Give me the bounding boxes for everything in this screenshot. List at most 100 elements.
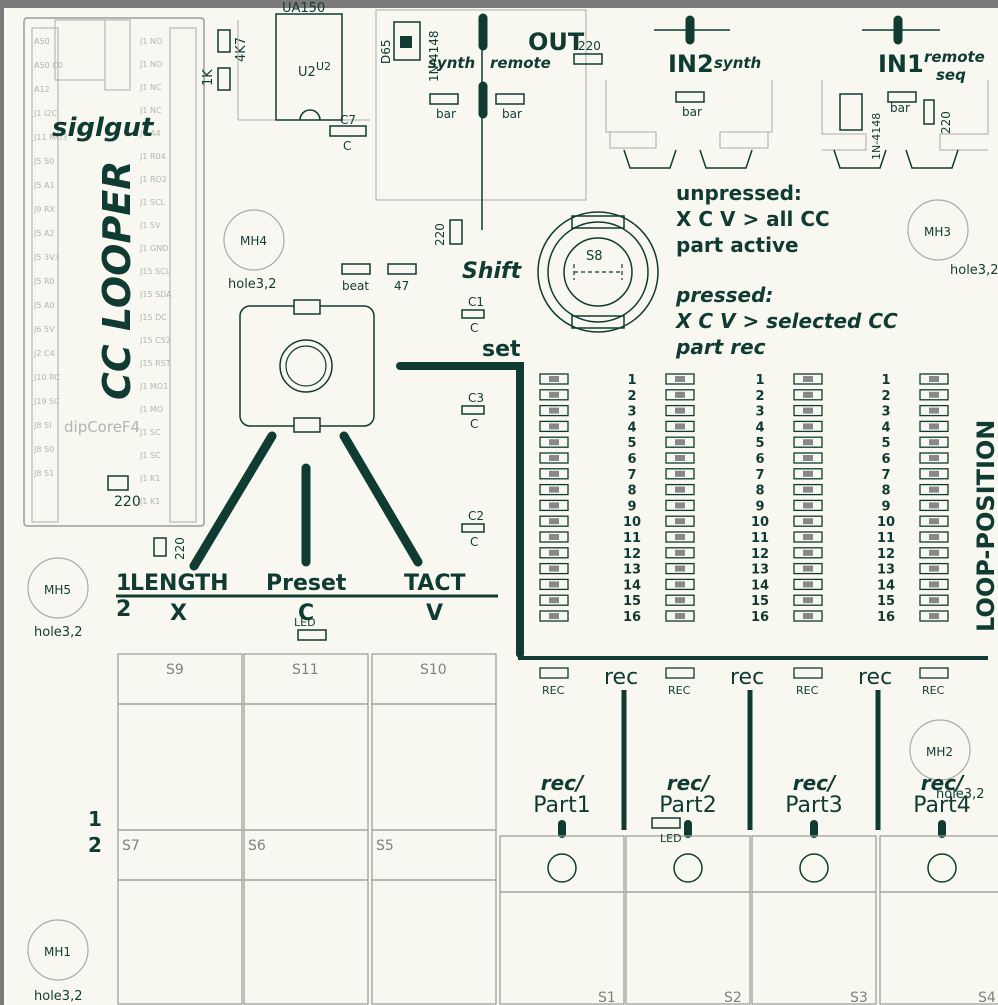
rec-led — [793, 667, 823, 679]
loop-led — [919, 531, 949, 543]
beat-led: beat 47 — [341, 263, 417, 293]
loop-led-pad — [803, 486, 813, 493]
switch-body-bottom — [117, 879, 243, 1005]
module-pin-left: J2 C4 — [33, 349, 55, 358]
loop-led — [539, 515, 569, 527]
loop-led-pad — [803, 613, 813, 619]
led-number: 12 — [751, 547, 769, 562]
module-pin-right: J1 SC — [139, 428, 161, 437]
part-name-label: Part4 — [913, 793, 970, 818]
led-number: 16 — [751, 610, 769, 625]
led-number: 5 — [755, 436, 764, 451]
rec-led — [919, 667, 949, 679]
switch-label-top: S11 — [292, 662, 319, 678]
led-number: 12 — [877, 547, 895, 562]
shift-switch-s8: Shift S8 — [462, 211, 659, 333]
loop-led — [539, 499, 569, 512]
led-number: 6 — [755, 452, 764, 467]
led-number: 4 — [881, 420, 890, 435]
svg-text:C: C — [470, 417, 478, 431]
loop-led — [919, 594, 949, 606]
loop-led-pad — [549, 470, 559, 477]
instr-selected-cc: X C V > selected CC — [674, 309, 898, 333]
loop-led — [665, 420, 695, 433]
module-pin-left: J5 A0 — [33, 301, 55, 310]
mounting-hole-mh2: MH2 hole3,2 — [909, 719, 984, 802]
loop-led-pad — [549, 407, 559, 414]
loop-led — [665, 389, 695, 401]
mounting-hole-mh5: MH5 hole3,2 — [27, 557, 89, 640]
loop-led-pad — [549, 597, 559, 604]
led-number: 1 — [881, 373, 890, 388]
led-number: 13 — [623, 563, 641, 578]
loop-led-pad — [803, 376, 813, 382]
part-name-label: Part2 — [659, 793, 716, 818]
instr-pressed: pressed: — [675, 283, 773, 307]
led-number: 15 — [623, 594, 641, 609]
loop-led — [919, 404, 949, 417]
rec-led — [539, 667, 569, 679]
module-pin-right: J1 K1 — [139, 497, 160, 506]
mounting-hole-mh4: MH4 hole3,2 — [223, 209, 285, 292]
loop-led — [539, 594, 569, 606]
row-label-1: 1 — [88, 807, 102, 831]
led-number: 7 — [881, 468, 890, 483]
set-trace: set — [396, 337, 988, 660]
loop-led — [919, 483, 949, 496]
instr-part-rec: part rec — [675, 335, 766, 359]
loop-led-pad — [675, 439, 685, 446]
loop-led-pad — [675, 549, 685, 556]
ic-u2: U2 U2 UA150 — [237, 1, 370, 121]
loop-led-pad — [675, 455, 685, 461]
instr-unpressed: unpressed: — [676, 181, 802, 205]
row-label-2: 2 — [88, 833, 102, 857]
loop-led — [665, 436, 695, 448]
part-switch-body — [751, 891, 877, 1005]
loop-led — [919, 547, 949, 559]
svg-text:220: 220 — [433, 223, 447, 246]
led-number: 8 — [755, 484, 764, 499]
module-pin-right: J1 NC — [139, 83, 162, 92]
led-number: 6 — [627, 452, 636, 467]
led-number: 9 — [627, 499, 636, 514]
led-number: 5 — [627, 436, 636, 451]
loop-led-pad — [675, 423, 685, 430]
switch-label-top: S9 — [166, 662, 184, 678]
loop-led-pad — [803, 423, 813, 430]
module-pin-left: J5 R0 — [33, 277, 55, 286]
svg-text:1N-4148: 1N-4148 — [427, 31, 441, 82]
instr-part-active: part active — [676, 233, 799, 257]
led-number: 7 — [755, 468, 764, 483]
brand-label: siglgut — [52, 113, 155, 143]
led-number: 11 — [623, 531, 641, 546]
in1-sub2: seq — [936, 66, 966, 84]
loop-led — [793, 515, 823, 527]
in1-sub1: remote — [924, 48, 985, 66]
mounting-hole-mh3: MH3 hole3,2 — [907, 199, 998, 278]
led-number: 2 — [755, 389, 764, 404]
rec-pad-label: REC — [796, 684, 819, 697]
loop-led — [793, 578, 823, 591]
svg-text:1N-4148: 1N-4148 — [870, 113, 883, 160]
module-pin-left: J9 RX — [33, 205, 56, 214]
loop-led — [793, 468, 823, 480]
module-pin-right: J15 C52 — [139, 336, 171, 345]
loop-led-pad — [929, 391, 939, 398]
rec-label-2: rec — [730, 665, 764, 690]
tact-label: TACT — [404, 571, 465, 596]
loop-led — [539, 436, 569, 448]
out-jack: OUT synth remote bar bar 220 — [428, 13, 603, 230]
loop-led-pad — [803, 502, 813, 509]
module-resistor-value: 220 — [114, 494, 141, 510]
loop-led-pad — [675, 502, 685, 509]
loop-led-pad — [803, 518, 813, 525]
loop-led-pad — [549, 534, 559, 540]
module-pin-left: J8 S1 — [33, 469, 54, 478]
x-label: X — [170, 601, 187, 626]
svg-text:bar: bar — [682, 105, 702, 119]
loop-led-pad — [929, 407, 939, 414]
module-pin-left: J19 SC — [33, 397, 60, 406]
loop-led-pad — [675, 613, 685, 619]
loop-led — [793, 420, 823, 433]
